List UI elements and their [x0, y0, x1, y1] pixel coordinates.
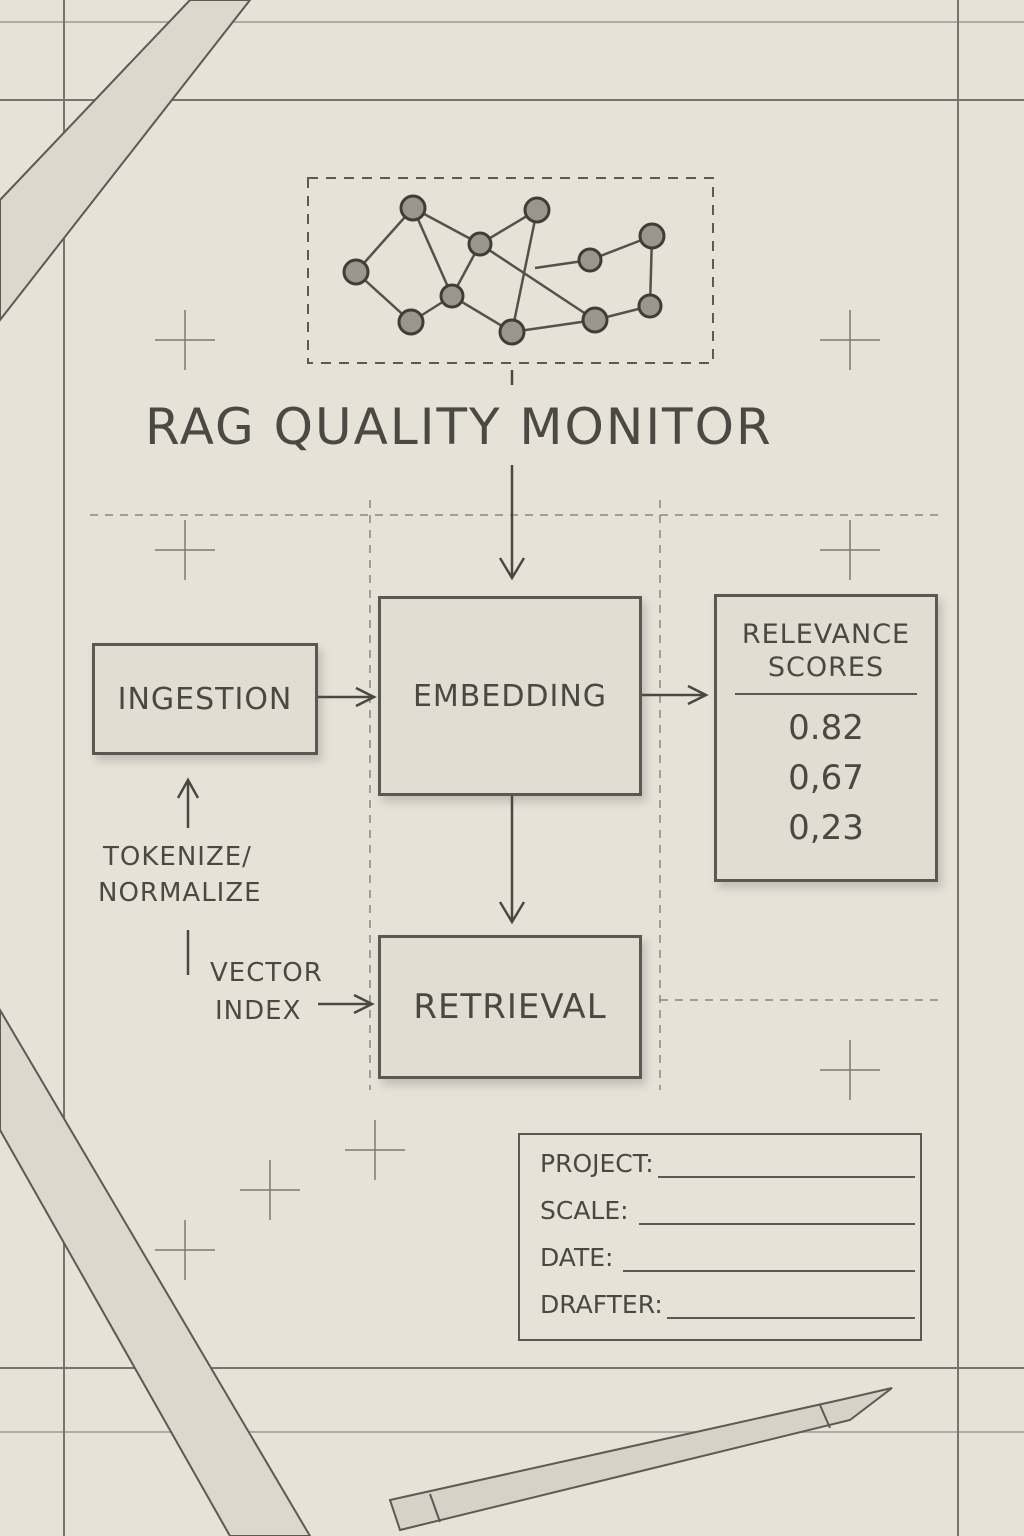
project-label: PROJECT: [540, 1149, 654, 1178]
relevance-header-2: SCORES [767, 652, 885, 683]
title-block-row: DATE: [540, 1243, 915, 1272]
title-block-row: SCALE: [540, 1196, 915, 1225]
node-embedding: EMBEDDING [378, 596, 642, 796]
label-vector: VECTOR [210, 958, 323, 988]
title-block-row: DRAFTER: [540, 1290, 915, 1319]
flow-arrows [176, 370, 709, 1015]
node-ingestion: INGESTION [92, 643, 318, 755]
relevance-divider [735, 693, 917, 695]
title-block-row: PROJECT: [540, 1149, 915, 1178]
ruler-bottom-left [0, 1008, 312, 1536]
relevance-score: 0,23 [788, 808, 864, 848]
diagram-title: RAG QUALITY MONITOR [145, 398, 773, 456]
network-edges [355, 206, 654, 334]
ruler-top-left [0, 0, 252, 322]
pencil-icon [388, 1387, 893, 1532]
label-index: INDEX [215, 996, 302, 1026]
node-retrieval: RETRIEVAL [378, 935, 642, 1079]
relevance-scores-panel: RELEVANCE SCORES 0.82 0,67 0,23 [714, 594, 938, 882]
relevance-score: 0,67 [788, 758, 864, 798]
network-frame [307, 177, 714, 364]
node-embedding-label: EMBEDDING [412, 678, 608, 714]
label-normalize: NORMALIZE [98, 878, 262, 908]
network-nodes [342, 194, 666, 346]
node-retrieval-label: RETRIEVAL [413, 987, 607, 1027]
node-ingestion-label: INGESTION [117, 681, 293, 717]
date-label: DATE: [540, 1243, 614, 1272]
title-block: PROJECT: SCALE: DATE: DRAFTER: [518, 1133, 922, 1341]
relevance-score: 0.82 [788, 708, 864, 748]
label-tokenize: TOKENIZE/ [103, 842, 252, 872]
drafter-label: DRAFTER: [540, 1290, 663, 1319]
relevance-header-1: RELEVANCE [741, 619, 911, 650]
scale-label: SCALE: [540, 1196, 629, 1225]
